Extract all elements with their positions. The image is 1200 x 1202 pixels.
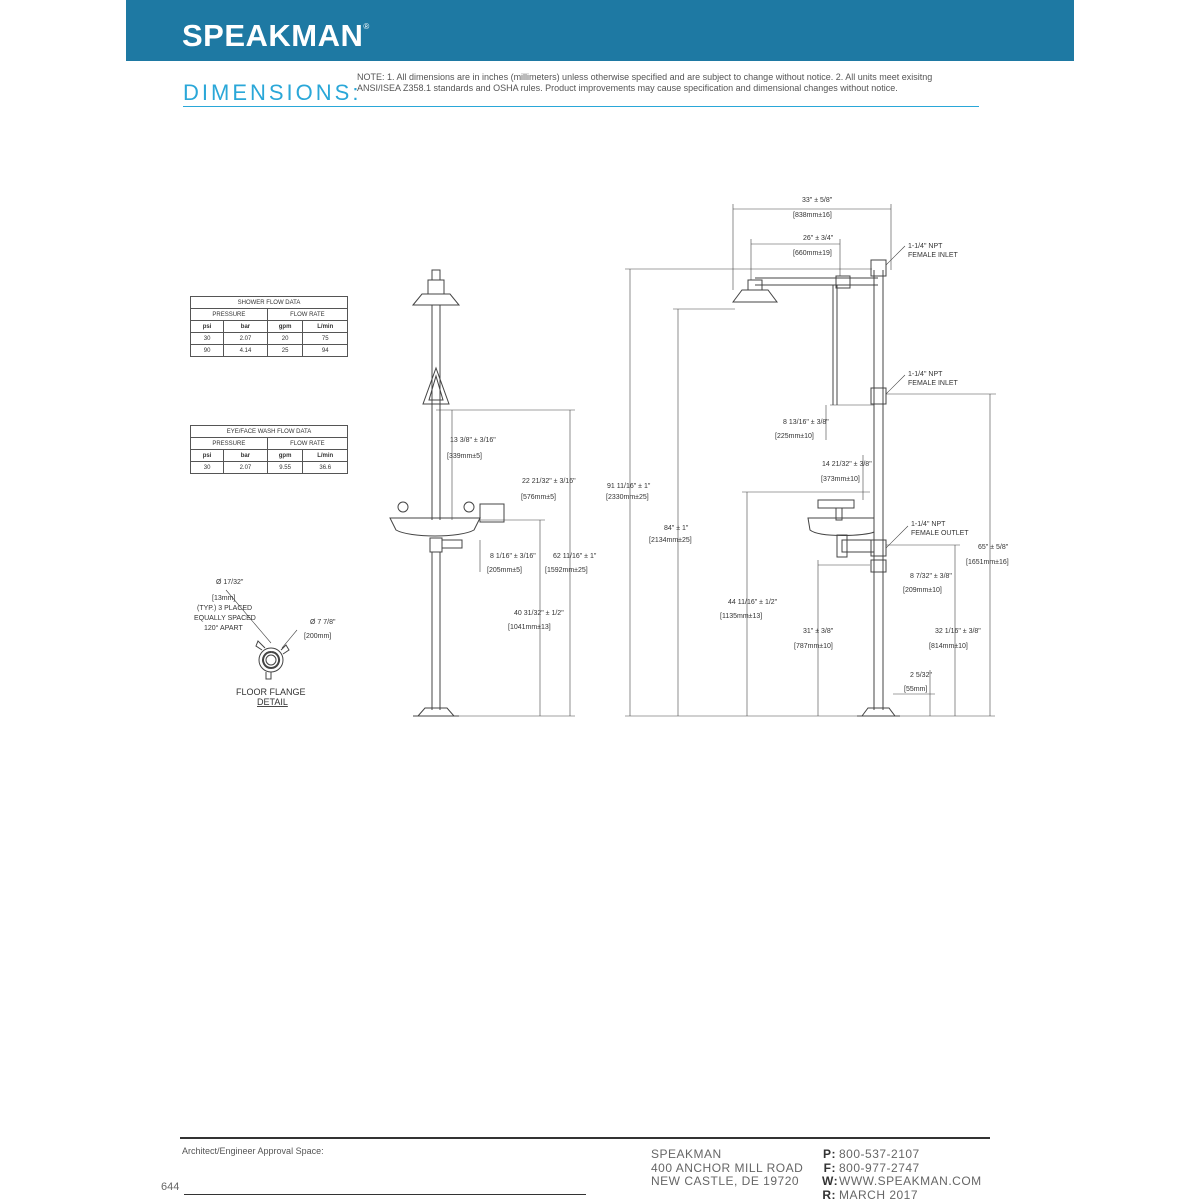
dim-209mm: [209mm±10] bbox=[903, 587, 942, 594]
address-line-2: NEW CASTLE, DE 19720 bbox=[651, 1175, 803, 1189]
dim-2-5-32: 2 5/32" bbox=[910, 672, 932, 679]
dim-91-11-16: 91 11/16" ± 1" bbox=[607, 483, 651, 490]
dim-8-1-16: 8 1/16" ± 3/16" bbox=[490, 553, 536, 560]
dim-205mm: [205mm±5] bbox=[487, 567, 522, 574]
dim-32-1-16: 32 1/16" ± 3/8" bbox=[935, 628, 981, 635]
dim-31: 31" ± 3/8" bbox=[803, 628, 834, 635]
floor-flange-drawing bbox=[226, 590, 297, 679]
footer-divider bbox=[180, 1137, 990, 1139]
dim-1041mm: [1041mm±13] bbox=[508, 624, 551, 631]
dim-2134mm: [2134mm±25] bbox=[649, 537, 692, 544]
side-dimension-lines bbox=[625, 204, 996, 716]
signature-line bbox=[184, 1194, 586, 1195]
flange-note-3: 120° APART bbox=[204, 624, 243, 632]
dim-14-21-32: 14 21/32" ± 3/8" bbox=[822, 461, 872, 468]
dim-22-21-32: 22 21/32" ± 3/16" bbox=[522, 478, 576, 485]
dim-1592mm: [1592mm±25] bbox=[545, 567, 588, 574]
dim-65: 65" ± 5/8" bbox=[978, 544, 1009, 551]
inlet-mid-label-1: 1-1/4" NPT bbox=[908, 371, 943, 378]
dim-33: 33" ± 5/8" bbox=[802, 197, 833, 204]
dim-838mm: [838mm±16] bbox=[793, 212, 832, 219]
dim-8-13-16: 8 13/16" ± 3/8" bbox=[783, 419, 829, 426]
dim-339mm: [339mm±5] bbox=[447, 453, 482, 460]
inlet-top-label-2: FEMALE INLET bbox=[908, 252, 959, 259]
fax-label: F: bbox=[822, 1162, 836, 1176]
company-address: SPEAKMAN 400 ANCHOR MILL ROAD NEW CASTLE… bbox=[651, 1148, 803, 1189]
website-link[interactable]: WWW.SPEAKMAN.COM bbox=[839, 1174, 982, 1188]
approval-label: Architect/Engineer Approval Space: bbox=[182, 1146, 324, 1156]
dim-13-3-8: 13 3/8" ± 3/16" bbox=[450, 437, 496, 444]
dim-62-11-16: 62 11/16" ± 1" bbox=[553, 553, 597, 560]
outlet-label-1: 1-1/4" NPT bbox=[911, 521, 946, 528]
dim-787mm: [787mm±10] bbox=[794, 643, 833, 650]
phone-label: P: bbox=[822, 1148, 836, 1162]
flange-outer-dim: Ø 7 7/8" bbox=[310, 619, 336, 626]
inlet-top-label-1: 1-1/4" NPT bbox=[908, 243, 943, 250]
dim-373mm: [373mm±10] bbox=[821, 476, 860, 483]
dim-44-11-16: 44 11/16" ± 1/2" bbox=[728, 599, 778, 606]
revision-date: MARCH 2017 bbox=[839, 1188, 918, 1202]
address-line-1: 400 ANCHOR MILL ROAD bbox=[651, 1162, 803, 1176]
inlet-mid-label-2: FEMALE INLET bbox=[908, 380, 959, 387]
phone-number: 800-537-2107 bbox=[839, 1147, 920, 1161]
front-view-drawing bbox=[390, 270, 504, 716]
dim-40-31-32: 40 31/32" ± 1/2" bbox=[514, 610, 564, 617]
dim-84: 84" ± 1" bbox=[664, 525, 689, 532]
company-name: SPEAKMAN bbox=[651, 1148, 803, 1162]
flange-outer-mm: [200mm] bbox=[304, 633, 331, 640]
flange-note-2: EQUALLY SPACED bbox=[194, 615, 256, 622]
dim-8-7-32: 8 7/32" ± 3/8" bbox=[910, 573, 952, 580]
page-number: 644 bbox=[161, 1181, 179, 1193]
dim-26: 26" ± 3/4" bbox=[803, 235, 834, 242]
dim-576mm: [576mm±5] bbox=[521, 494, 556, 501]
dim-660mm: [660mm±19] bbox=[793, 250, 832, 257]
flange-hole-mm: [13mm] bbox=[212, 595, 235, 602]
flange-note-1: (TYP.) 3 PLACED bbox=[197, 605, 252, 612]
flange-hole-dim: Ø 17/32" bbox=[216, 579, 244, 586]
flange-label-1: FLOOR FLANGE bbox=[236, 687, 306, 697]
dim-1651mm: [1651mm±16] bbox=[966, 559, 1009, 566]
company-contact: P:800-537-2107 F:800-977-2747 W:WWW.SPEA… bbox=[822, 1148, 982, 1202]
outlet-label-2: FEMALE OUTLET bbox=[911, 530, 969, 537]
dim-2330mm: [2330mm±25] bbox=[606, 494, 649, 501]
web-label: W: bbox=[822, 1175, 836, 1189]
fax-number: 800-977-2747 bbox=[839, 1161, 920, 1175]
dim-1135mm: [1135mm±13] bbox=[720, 613, 762, 620]
dim-814mm: [814mm±10] bbox=[929, 643, 968, 650]
dim-225mm: [225mm±10] bbox=[775, 433, 814, 440]
dim-55mm: [55mm] bbox=[904, 686, 927, 693]
flange-label-2: DETAIL bbox=[257, 697, 288, 707]
